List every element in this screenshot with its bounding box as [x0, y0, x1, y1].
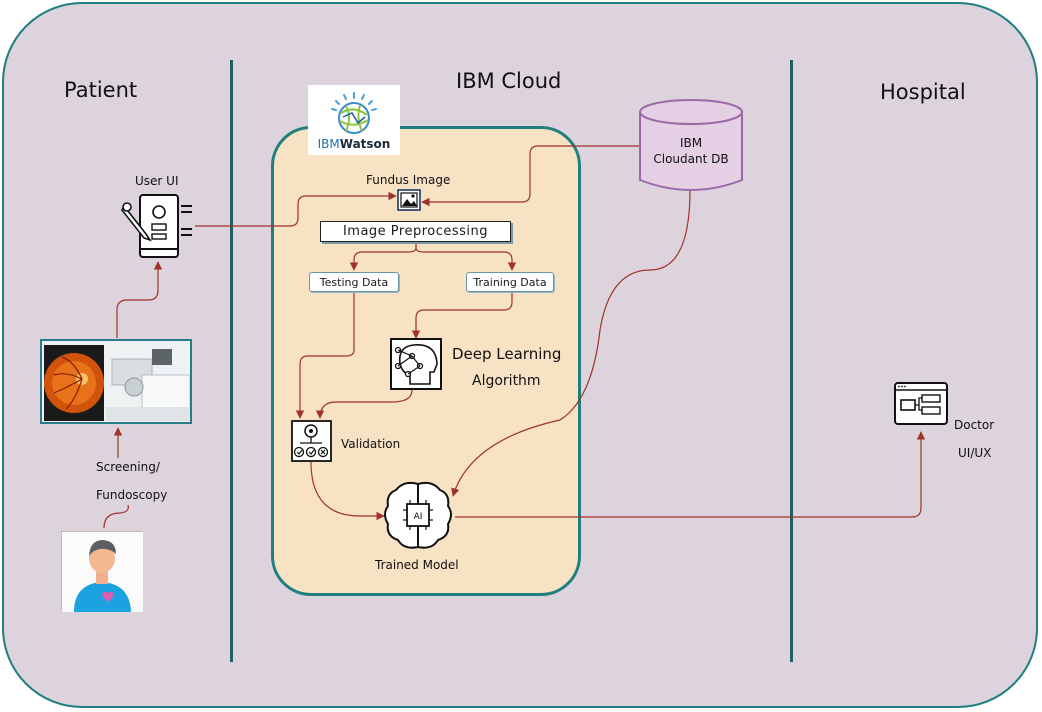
arrow-user-ui-to-fundus: [195, 191, 397, 227]
arrow-photo-to-user-ui: [116, 261, 163, 338]
screening-label-line2: Fundoscopy: [96, 488, 168, 502]
watson-brand-text: Watson: [339, 137, 391, 151]
watson-globe-icon: [331, 92, 377, 134]
arrow-model-to-doctor: [455, 431, 926, 518]
arrow-preprocess-to-training: [415, 244, 517, 271]
lane-divider-left: [230, 60, 233, 662]
doctor-label-line1: Doctor: [954, 418, 995, 432]
validation-label: Validation: [341, 437, 401, 451]
image-preprocessing-box: Image Preprocessing: [320, 221, 511, 242]
deep-learning-label-line1: Deep Learning: [452, 345, 562, 363]
lane-title-ibm-cloud: IBM Cloud: [456, 69, 562, 93]
watson-wordmark: IBMWatson: [308, 137, 400, 151]
arrow-db-to-model: [451, 189, 691, 497]
arrow-db-to-fundus: [421, 145, 640, 207]
screening-label-line1: Screening/: [96, 460, 160, 474]
db-label-line2: Cloudant DB: [653, 152, 729, 166]
lane-divider-right: [790, 60, 793, 662]
doctor-label-line2: UI/UX: [958, 446, 992, 460]
user-ui-label: User UI: [135, 174, 179, 188]
patient-person-icon: [62, 532, 143, 612]
lane-title-patient: Patient: [64, 78, 138, 102]
db-label-line1: IBM: [679, 136, 703, 150]
lane-title-hospital: Hospital: [880, 80, 966, 104]
fundus-camera-photo: [40, 339, 192, 424]
fundus-camera-illustration: [42, 341, 190, 422]
arrow-testing-to-validation: [295, 292, 355, 419]
deep-learning-label-line2: Algorithm: [472, 373, 541, 389]
fundus-image-label: Fundus Image: [366, 173, 451, 187]
testing-data-box: Testing Data: [309, 272, 399, 292]
arrow-training-to-dl: [411, 292, 513, 339]
arrow-preprocess-to-testing: [349, 244, 417, 271]
patient-avatar: [61, 531, 143, 612]
arrow-dl-to-validation: [315, 389, 413, 419]
watson-ibm-text: IBM: [317, 137, 340, 151]
arrow-validation-to-model: [310, 461, 385, 521]
training-data-box: Training Data: [466, 272, 554, 292]
ibm-watson-logo: IBMWatson: [308, 85, 400, 155]
arrow-patient-to-photo: [103, 504, 129, 529]
trained-model-label: Trained Model: [375, 558, 459, 572]
